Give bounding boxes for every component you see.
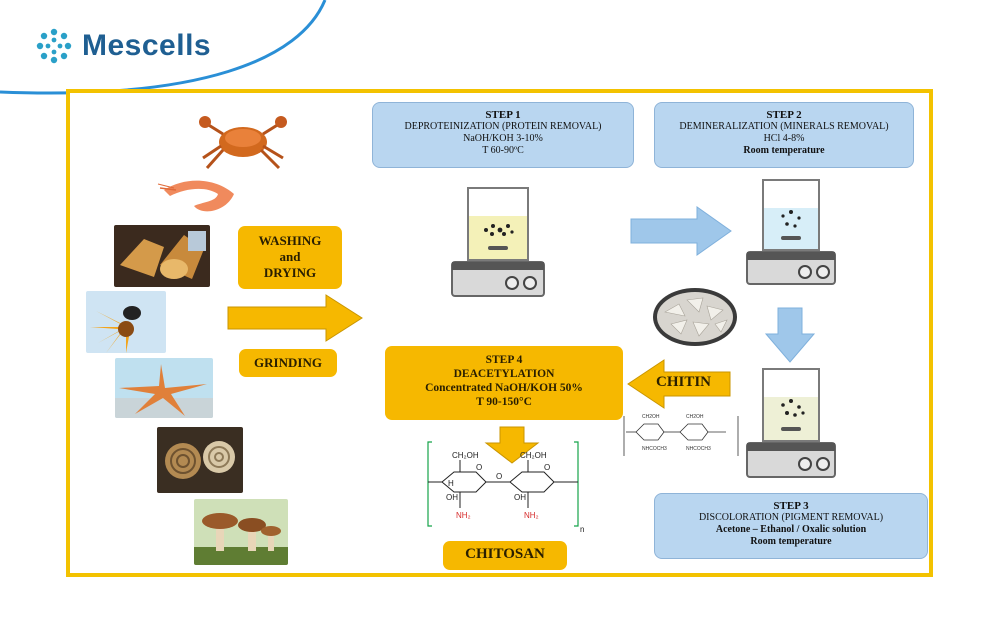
grinding-label: GRINDING — [254, 355, 322, 370]
step3-title: STEP 3 — [773, 500, 809, 512]
and-label: and — [279, 249, 301, 264]
washing-drying-box: WASHING and DRYING — [238, 226, 342, 289]
chitosan-n-subscript: n — [580, 525, 584, 534]
mollusc-image — [114, 225, 210, 287]
step1-reagent: NaOH/KOH 3-10% — [463, 133, 543, 144]
chitosan-nh2-2: NH₂ — [524, 511, 539, 520]
beetle-image — [86, 291, 166, 353]
chitosan-h-1: H — [448, 479, 454, 488]
crab-image — [199, 116, 287, 170]
shrimp-image — [157, 180, 234, 212]
chitosan-oh-2: OH — [514, 493, 526, 502]
step2-temp: Room temperature — [743, 145, 825, 156]
mescells-logo-icon — [36, 28, 72, 64]
chitosan-structure-diagram: CH₂OH CH₂OH O O O OH OH H n NH₂ NH₂ — [427, 441, 584, 534]
step4-reagent: Concentrated NaOH/KOH 50% — [425, 382, 583, 394]
step2-reagent: HCl 4-8% — [763, 133, 805, 144]
drying-label: DRYING — [263, 265, 317, 280]
chitosan-nh2-1: NH₂ — [456, 511, 471, 520]
chitosan-ring-o-1: O — [476, 463, 482, 472]
step2-box: STEP 2 DEMINERALIZATION (MINERALS REMOVA… — [654, 102, 914, 168]
arrow-step2-to-step3 — [764, 307, 816, 363]
step1-name: DEPROTEINIZATION (PROTEIN REMOVAL) — [404, 121, 602, 132]
starfish-image — [115, 358, 213, 418]
step2-name: DEMINERALIZATION (MINERALS REMOVAL) — [679, 121, 889, 132]
svg-text:NHCOCH3: NHCOCH3 — [686, 446, 711, 452]
chitin-arrow — [627, 359, 731, 409]
step3-reagent: Acetone – Ethanol / Oxalic solution — [715, 524, 867, 535]
process-arrow-orange — [227, 294, 363, 342]
step4-box: STEP 4 DEACETYLATION Concentrated NaOH/K… — [385, 346, 623, 420]
chitosan-ch2oh-2: CH₂OH — [520, 451, 547, 460]
mushroom-image — [194, 499, 288, 565]
chitin-structure-image: CH2OH CH2OH NHCOCH3 NHCOCH3 — [623, 414, 739, 456]
svg-text:CH2OH: CH2OH — [686, 414, 704, 420]
step1-box: STEP 1 DEPROTEINIZATION (PROTEIN REMOVAL… — [372, 102, 634, 168]
beaker-step2-icon — [746, 179, 836, 285]
chitin-flakes-image — [653, 288, 737, 346]
chitosan-label: CHITOSAN — [465, 546, 545, 562]
chitosan-bridge-o: O — [496, 472, 502, 481]
chitosan-box: CHITOSAN — [443, 541, 567, 570]
washing-label: WASHING — [258, 233, 322, 248]
beaker-step3-icon — [746, 368, 836, 478]
brand-name: Mescells — [82, 29, 212, 62]
svg-text:NHCOCH3: NHCOCH3 — [642, 446, 667, 452]
grinding-box: GRINDING — [239, 349, 337, 377]
svg-text:CH2OH: CH2OH — [642, 414, 660, 420]
chitin-label: CHITIN — [656, 374, 712, 390]
step4-name: DEACETYLATION — [453, 368, 555, 380]
step3-temp: Room temperature — [750, 536, 832, 547]
arrow-step4-to-chitosan — [484, 426, 540, 464]
beaker-step1-icon — [451, 187, 545, 297]
step3-box: STEP 3 DISCOLORATION (PIGMENT REMOVAL) A… — [654, 493, 928, 559]
arrow-step1-to-step2 — [630, 206, 732, 256]
chitosan-ring-o-2: O — [544, 463, 550, 472]
chitosan-oh-1: OH — [446, 493, 458, 502]
step3-name: DISCOLORATION (PIGMENT REMOVAL) — [698, 512, 884, 523]
step2-title: STEP 2 — [766, 109, 802, 121]
step4-title: STEP 4 — [485, 354, 523, 366]
ammonite-fossil-image — [157, 427, 243, 493]
step1-temp: T 60-90ºC — [482, 145, 524, 156]
step4-temp: T 90-150°C — [476, 396, 532, 408]
step1-title: STEP 1 — [485, 109, 521, 121]
brand-logo[interactable]: Mescells — [34, 26, 211, 66]
chitosan-ch2oh-1: CH₂OH — [452, 451, 479, 460]
